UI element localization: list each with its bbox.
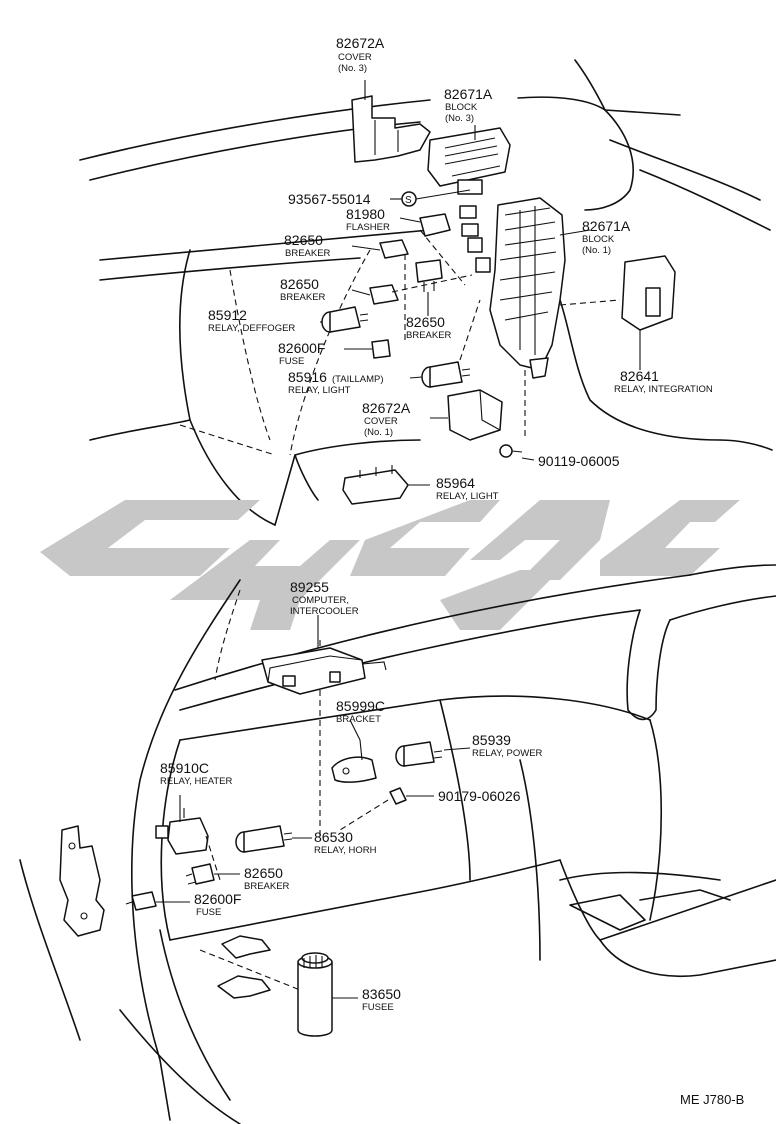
part-number-relay-light-2[interactable]: 85964 — [436, 475, 475, 491]
part-name-fusee: FUSEE — [362, 1002, 394, 1013]
bolt-drawing[interactable] — [499, 444, 523, 458]
svg-text:S: S — [405, 195, 412, 206]
part-number-bolt[interactable]: 90119-06005 — [538, 453, 620, 469]
leader-lines-upper — [320, 80, 641, 486]
part-suffix-relay-light-1: (TAILLAMP) — [332, 374, 384, 385]
fuse-clips-drawing — [199, 935, 301, 999]
fusee-drawing[interactable] — [297, 952, 333, 1037]
part-name-block-no1: BLOCK — [582, 234, 615, 245]
part-name-relay-heater: RELAY, HEATER — [160, 776, 232, 787]
part-number-relay-light-1[interactable]: 85916 — [288, 369, 327, 385]
part-name-cover-no1: COVER — [364, 416, 398, 427]
flasher-drawing[interactable] — [419, 205, 479, 237]
part-number-relay-heater[interactable]: 85910C — [160, 760, 209, 776]
part-name-cover-no3: COVER — [338, 52, 372, 63]
part-name-flasher: FLASHER — [346, 222, 390, 233]
part-number-breaker-1[interactable]: 82650 — [284, 232, 323, 248]
watermark-logo — [40, 500, 740, 630]
part-number-bracket[interactable]: 85999C — [336, 698, 385, 714]
relay-power-drawing[interactable] — [395, 741, 443, 767]
part-number-clip[interactable]: 90179-06026 — [438, 788, 521, 804]
part-name-relay-power: RELAY, POWER — [472, 748, 543, 759]
part-name-relay-deffoger: RELAY, DEFFOGER — [208, 323, 295, 334]
relay-light-1-drawing[interactable] — [421, 361, 471, 388]
door-latch-drawing — [59, 825, 105, 937]
block-no1-drawing[interactable] — [467, 197, 566, 379]
part-number-cover-no1[interactable]: 82672A — [362, 400, 411, 416]
part-number-breaker-2[interactable]: 82650 — [280, 276, 319, 292]
part-name-breaker-1: BREAKER — [285, 248, 331, 259]
part-name-breaker-2: BREAKER — [280, 292, 326, 303]
part-name-relay-integration: RELAY, INTEGRATION — [614, 384, 713, 395]
lower-dashboard-outline — [19, 564, 776, 1124]
part-number-flasher[interactable]: 81980 — [346, 206, 385, 222]
breaker-4-drawing[interactable] — [185, 863, 215, 885]
relay-integration-drawing[interactable] — [621, 255, 676, 331]
relay-deffoger-drawing[interactable] — [321, 306, 369, 333]
part-number-cover-no3[interactable]: 82672A — [336, 35, 385, 51]
part-number-fuse-2[interactable]: 82600F — [194, 891, 241, 907]
part-name-fuse-1: FUSE — [279, 356, 304, 367]
part-number-breaker-3[interactable]: 82650 — [406, 314, 445, 330]
breaker-3-drawing[interactable] — [415, 259, 443, 292]
bracket-drawing[interactable] — [331, 739, 377, 783]
part-name-cover-no1-2: (No. 1) — [364, 427, 393, 438]
fuse-2-drawing[interactable] — [125, 891, 157, 911]
relay-light-2-drawing[interactable] — [342, 465, 409, 505]
block-no3-drawing[interactable] — [427, 127, 511, 195]
leader-lines-lower — [156, 615, 471, 999]
diagram-reference: ME J780-B — [680, 1092, 744, 1107]
part-name-breaker-4: BREAKER — [244, 881, 290, 892]
screw-drawing[interactable]: S — [401, 191, 417, 207]
part-name-block-no1-2: (No. 1) — [582, 245, 611, 256]
cover-no3-drawing[interactable] — [351, 95, 431, 163]
part-number-relay-horn[interactable]: 86530 — [314, 829, 353, 845]
part-number-block-no1[interactable]: 82671A — [582, 218, 631, 234]
part-number-breaker-4[interactable]: 82650 — [244, 865, 283, 881]
part-name-cover-no3-2: (No. 3) — [338, 63, 367, 74]
computer-intercooler-drawing[interactable] — [261, 647, 387, 695]
breaker-1-drawing[interactable] — [379, 239, 409, 259]
part-number-fuse-1[interactable]: 82600F — [278, 340, 325, 356]
part-name-relay-light-2: RELAY, LIGHT — [436, 491, 499, 502]
relay-heater-drawing[interactable] — [155, 808, 209, 855]
part-name-block-no3: BLOCK — [445, 102, 478, 113]
part-number-relay-power[interactable]: 85939 — [472, 732, 511, 748]
part-name-computer-intercooler: COMPUTER, — [292, 595, 349, 606]
part-name-bracket: BRACKET — [336, 714, 381, 725]
part-number-fusee[interactable]: 83650 — [362, 986, 401, 1002]
part-name-computer-intercooler-2: INTERCOOLER — [290, 606, 359, 617]
part-number-relay-integration[interactable]: 82641 — [620, 368, 659, 384]
cover-no1-drawing[interactable] — [447, 389, 503, 441]
part-name-fuse-2: FUSE — [196, 907, 221, 918]
fuse-1-drawing[interactable] — [371, 339, 391, 359]
clip-drawing[interactable] — [389, 787, 407, 805]
callout-labels: 82672A COVER (No. 3) 82671A BLOCK (No. 3… — [160, 35, 744, 1107]
part-number-computer-intercooler[interactable]: 89255 — [290, 579, 329, 595]
part-name-relay-light-1: RELAY, LIGHT — [288, 385, 351, 396]
part-name-breaker-3: BREAKER — [406, 330, 452, 341]
relay-horn-drawing[interactable] — [235, 825, 293, 853]
breaker-2-drawing[interactable] — [369, 284, 399, 305]
part-number-relay-deffoger[interactable]: 85912 — [208, 307, 247, 323]
part-number-screw[interactable]: 93567-55014 — [288, 191, 371, 207]
part-number-block-no3[interactable]: 82671A — [444, 86, 493, 102]
part-name-block-no3-2: (No. 3) — [445, 113, 474, 124]
part-name-relay-horn: RELAY, HORH — [314, 845, 377, 856]
